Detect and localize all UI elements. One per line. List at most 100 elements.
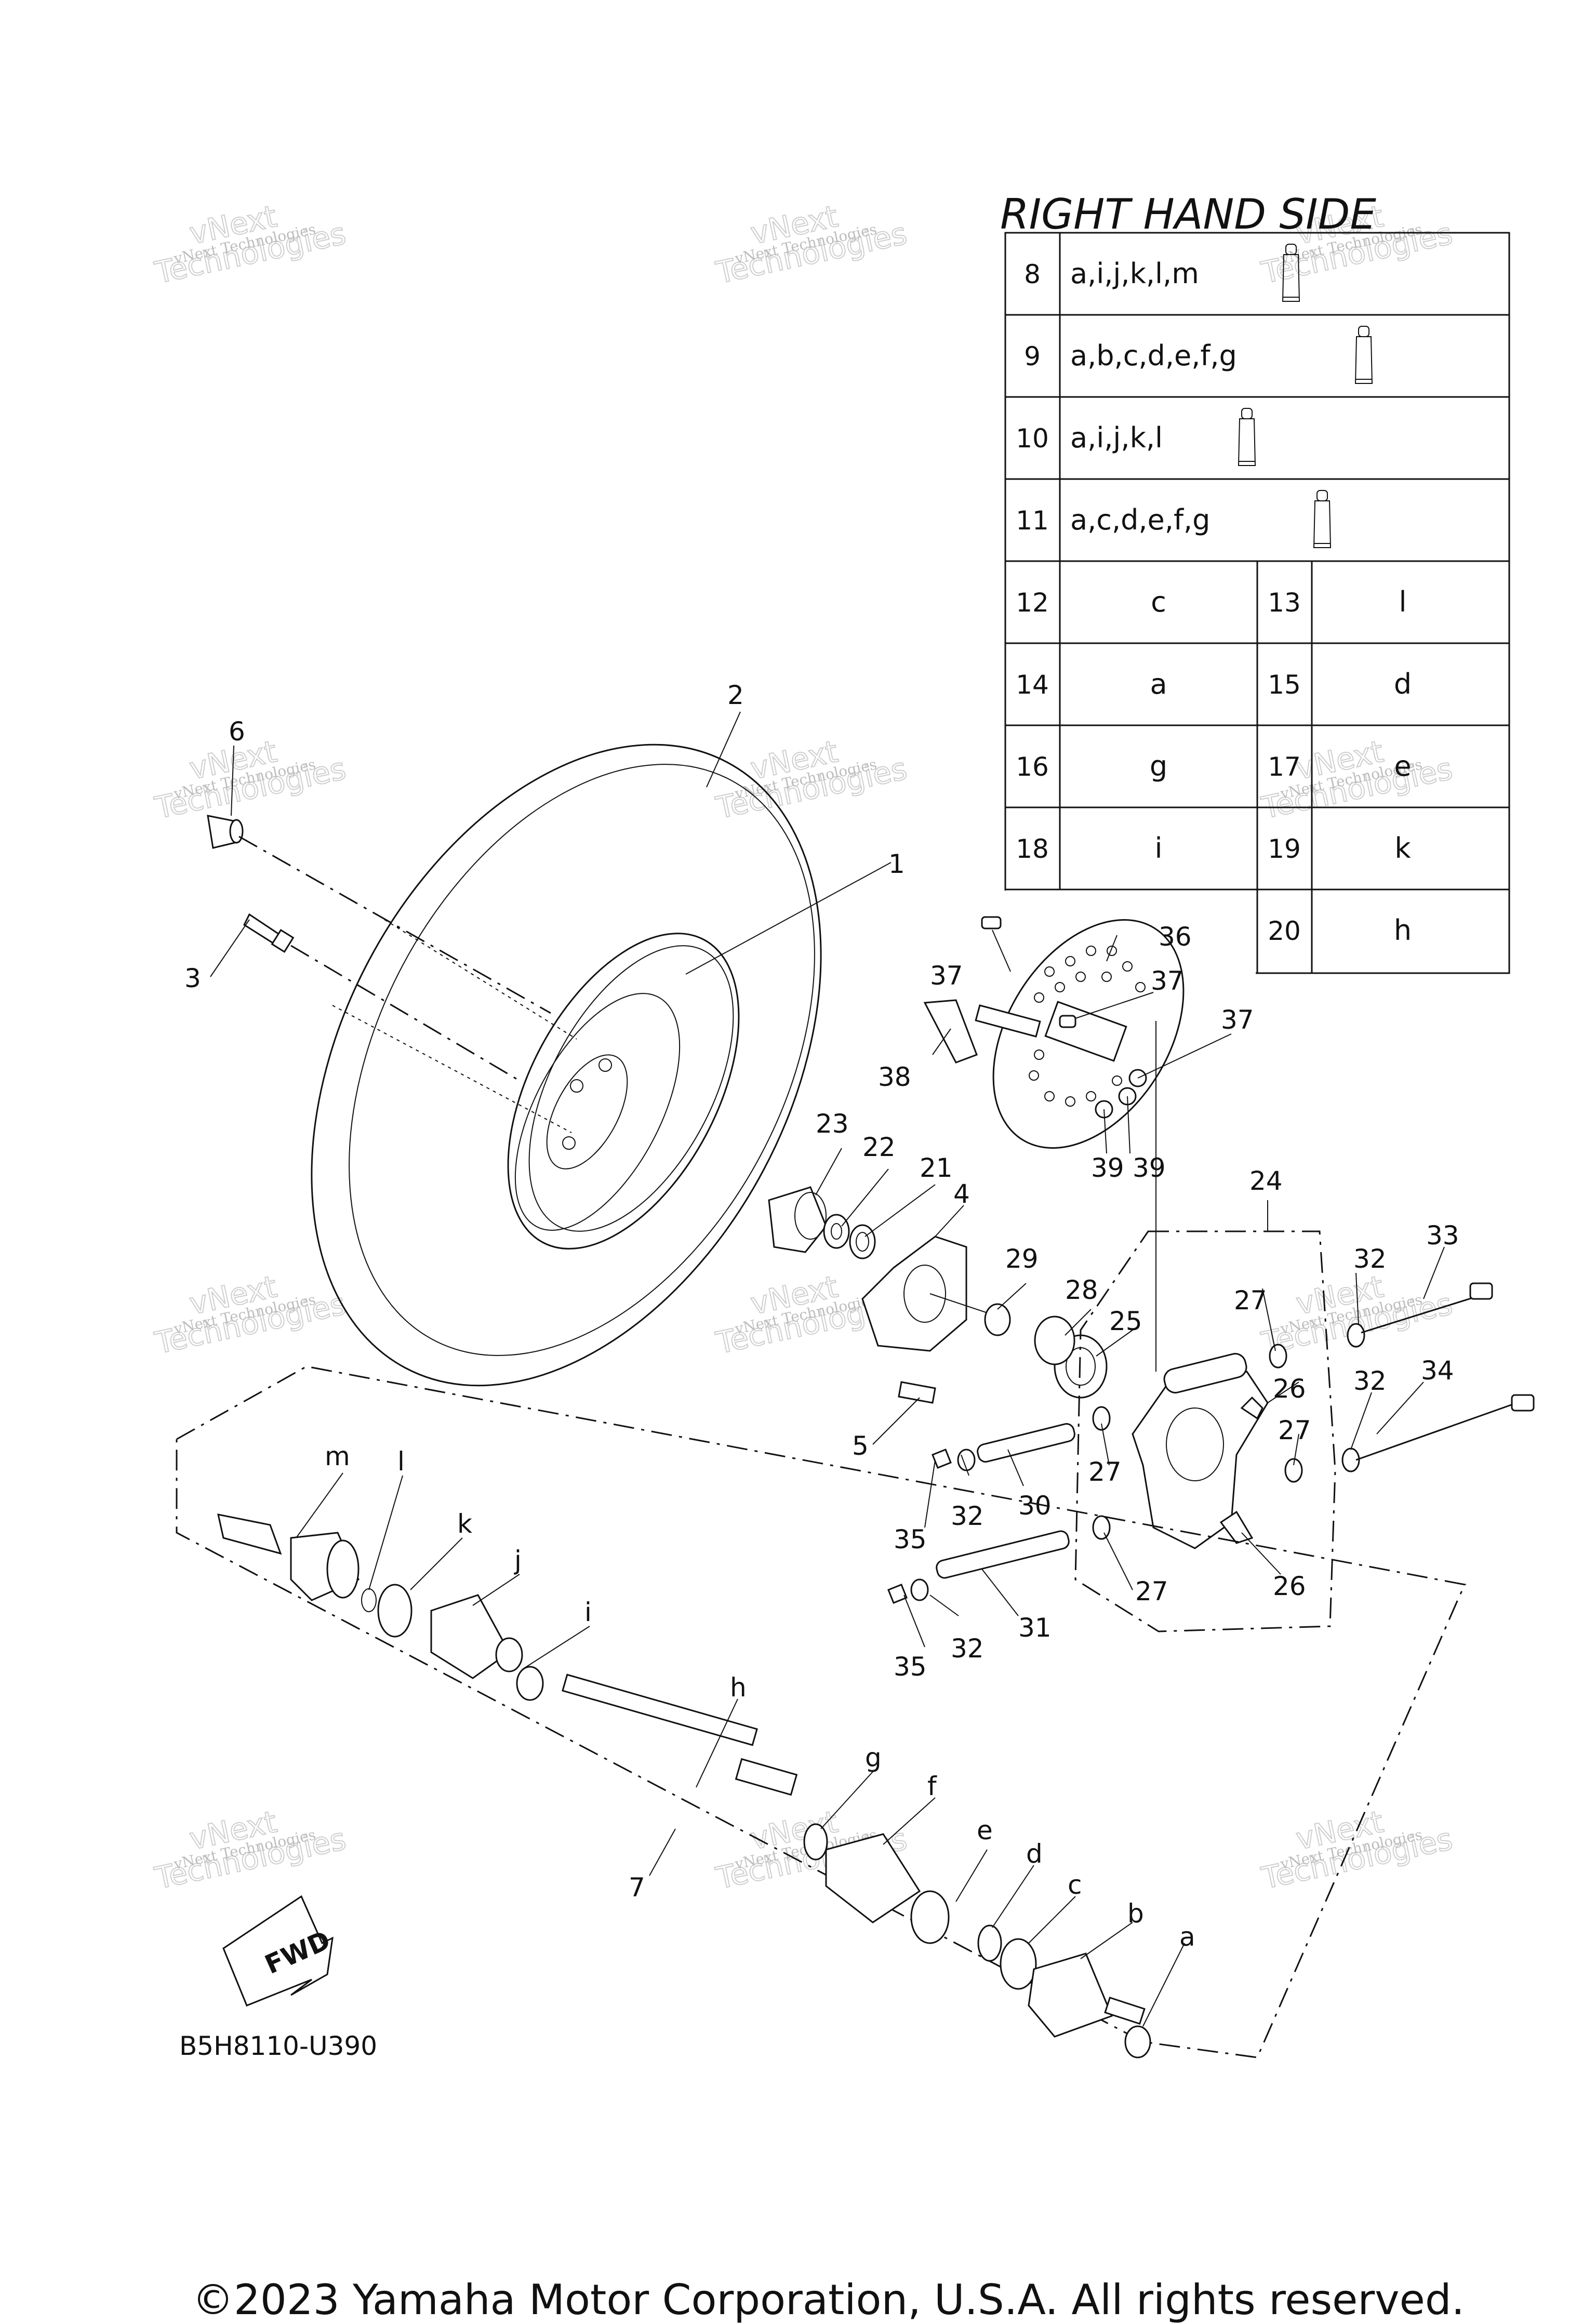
callout-27: 27 xyxy=(1135,1576,1168,1606)
callout-33: 33 xyxy=(1426,1220,1459,1251)
callout-a: a xyxy=(1179,1922,1195,1952)
table-row-value: d xyxy=(1394,668,1412,700)
callout-21: 21 xyxy=(920,1153,953,1183)
table-row-num: 19 xyxy=(1268,834,1301,864)
table-row-num: 18 xyxy=(1016,834,1049,864)
callout-32: 32 xyxy=(1353,1366,1387,1396)
table-title: RIGHT HAND SIDE xyxy=(1000,190,1376,238)
callout-36: 36 xyxy=(1159,922,1192,952)
callout-35: 35 xyxy=(894,1652,927,1682)
grease-tube-icon xyxy=(1354,326,1373,384)
callout-29: 29 xyxy=(1005,1244,1039,1274)
leader-lines xyxy=(210,711,1445,2027)
callout-h: h xyxy=(730,1672,747,1703)
callout-1: 1 xyxy=(888,849,905,879)
callout-27: 27 xyxy=(1088,1457,1122,1487)
callout-39: 39 xyxy=(1091,1153,1124,1183)
table-row-num: 16 xyxy=(1016,752,1049,782)
callout-5: 5 xyxy=(852,1431,869,1461)
callout-j: j xyxy=(514,1545,522,1575)
forward-arrow-icon: FWD xyxy=(222,1895,335,2007)
callout-24: 24 xyxy=(1249,1166,1283,1196)
callout-3: 3 xyxy=(184,963,201,993)
callout-6: 6 xyxy=(229,716,245,747)
callout-34: 34 xyxy=(1421,1356,1454,1386)
callout-b: b xyxy=(1127,1898,1144,1929)
callout-35: 35 xyxy=(894,1524,927,1555)
brake-disc xyxy=(923,919,1185,1149)
watermark: vNext Technologies vNext Technologies xyxy=(151,1803,350,1896)
callout-25: 25 xyxy=(1109,1306,1142,1336)
callout-31: 31 xyxy=(1018,1613,1052,1643)
table-row-num: 10 xyxy=(1016,423,1049,454)
table-row-num: 8 xyxy=(1024,259,1041,289)
table-row-num: 20 xyxy=(1268,916,1301,946)
callout-37: 37 xyxy=(930,961,963,991)
callout-28: 28 xyxy=(1065,1275,1098,1305)
callout-k: k xyxy=(457,1509,472,1539)
table-row-value: k xyxy=(1394,832,1411,865)
watermark: vNext Technologies vNext Technologies xyxy=(151,733,350,826)
table-row-num: 9 xyxy=(1024,341,1041,371)
callout-37: 37 xyxy=(1151,966,1184,996)
table-row-num: 15 xyxy=(1268,670,1301,700)
callout-f: f xyxy=(927,1771,937,1801)
table-row-value: g xyxy=(1150,750,1167,782)
callout-37: 37 xyxy=(1221,1005,1254,1035)
watermark: vNext Technologies vNext Technologies xyxy=(712,733,911,826)
callout-27: 27 xyxy=(1278,1415,1311,1445)
table-row-num: 13 xyxy=(1268,588,1301,618)
callout-23: 23 xyxy=(816,1109,849,1139)
callout-c: c xyxy=(1068,1870,1082,1900)
callout-30: 30 xyxy=(1018,1491,1052,1521)
callout-e: e xyxy=(977,1815,993,1845)
watermarks: vNext Technologies vNext Technologies vN… xyxy=(151,198,1456,1896)
table-row-num: 12 xyxy=(1016,588,1049,618)
watermark: vNext Technologies vNext Technologies xyxy=(1258,1803,1456,1896)
knuckle-assembly xyxy=(887,1282,1535,1604)
diagram-code: B5H8110-U390 xyxy=(179,2031,377,2061)
callout-32: 32 xyxy=(951,1634,984,1664)
table-row-value: c xyxy=(1151,586,1166,618)
grease-tube-icon xyxy=(1282,244,1300,302)
callout-27: 27 xyxy=(1234,1285,1267,1316)
table-row-num: 17 xyxy=(1268,752,1301,782)
callout-labels: 1 2 3 4 5 6 7 21 22 23 24 25 26 26 27 27… xyxy=(184,680,1459,1952)
grease-tube-icon xyxy=(1238,408,1256,466)
callout-i: i xyxy=(584,1597,592,1627)
callout-7: 7 xyxy=(629,1873,645,1903)
callout-26: 26 xyxy=(1273,1571,1306,1601)
callout-26: 26 xyxy=(1273,1374,1306,1404)
callout-l: l xyxy=(397,1446,405,1477)
tire-and-wheel xyxy=(311,743,822,1387)
callout-32: 32 xyxy=(951,1501,984,1531)
callout-22: 22 xyxy=(862,1132,896,1162)
right-hand-side-table: RIGHT HAND SIDE 8 a,i,j,k,l,m 9 a,b,c,d,… xyxy=(1000,190,1510,975)
hub-assembly xyxy=(768,1186,1011,1404)
table-row-value: i xyxy=(1154,832,1162,865)
valve-cap xyxy=(207,815,244,849)
table-row-value: l xyxy=(1399,586,1406,618)
table-row-parts: a,b,c,d,e,f,g xyxy=(1070,339,1237,372)
valve-stem xyxy=(243,913,295,953)
callout-m: m xyxy=(325,1441,350,1471)
watermark: vNext Technologies vNext Technologies xyxy=(151,198,350,291)
watermark: vNext Technologies vNext Technologies xyxy=(151,1268,350,1361)
table-row-value: a xyxy=(1150,668,1167,700)
callout-38: 38 xyxy=(878,1062,911,1092)
callout-32: 32 xyxy=(1353,1244,1387,1274)
drive-shaft xyxy=(217,1513,1151,2059)
copyright-footer: ©2023 Yamaha Motor Corporation, U.S.A. A… xyxy=(192,2276,1465,2324)
table-row-value: e xyxy=(1394,750,1411,782)
watermark: vNext Technologies vNext Technologies xyxy=(712,198,911,291)
table-row-parts: a,c,d,e,f,g xyxy=(1070,503,1210,536)
table-row-value: h xyxy=(1394,914,1412,947)
callout-39: 39 xyxy=(1133,1153,1166,1183)
callout-g: g xyxy=(865,1743,882,1773)
table-row-num: 14 xyxy=(1016,670,1049,700)
grease-tube-icon xyxy=(1313,490,1332,548)
callout-4: 4 xyxy=(953,1179,970,1209)
table-row-parts: a,i,j,k,l xyxy=(1070,421,1163,454)
callout-2: 2 xyxy=(727,680,744,710)
